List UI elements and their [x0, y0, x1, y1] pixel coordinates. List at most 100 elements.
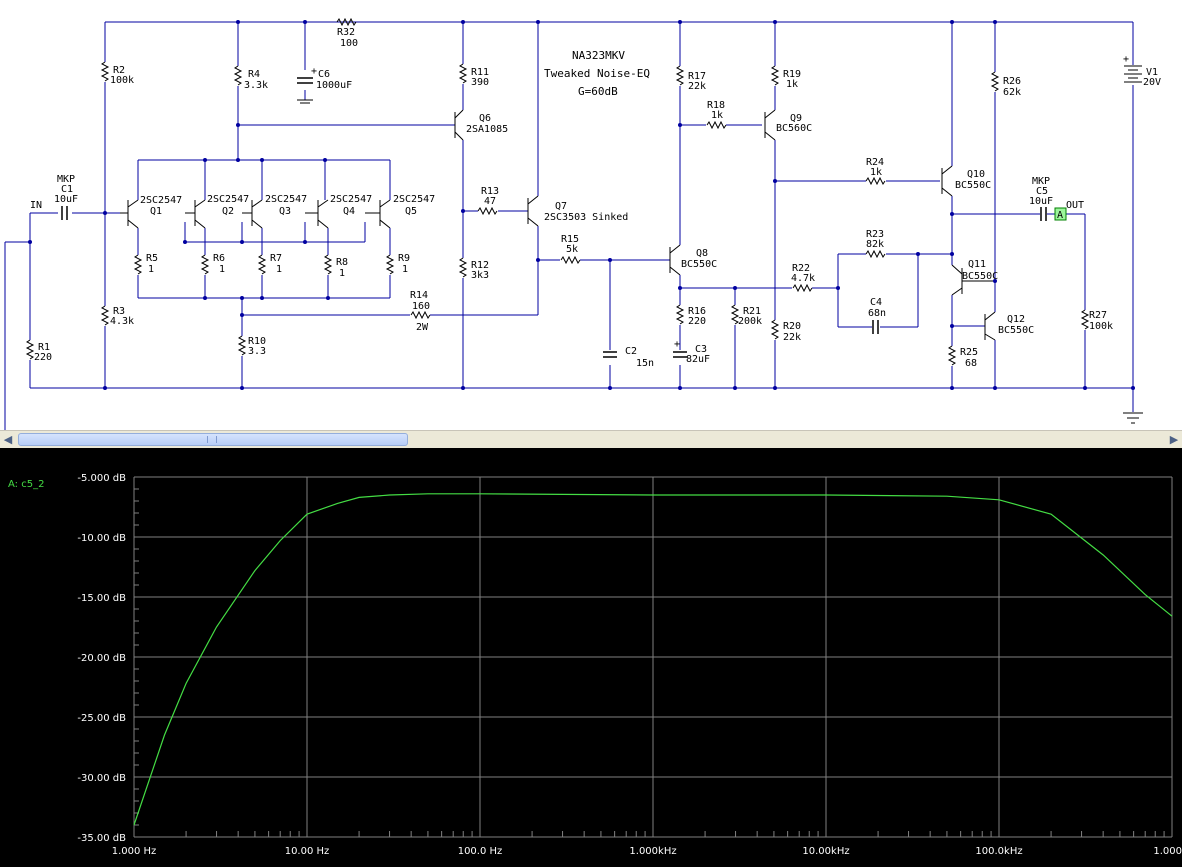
- scrollbar-thumb[interactable]: [18, 433, 408, 446]
- label-q8-name: Q8: [696, 248, 708, 259]
- resistor-r11: [459, 63, 467, 84]
- label-r13-name: R13: [481, 186, 499, 197]
- label-r32-name: R32: [337, 27, 355, 38]
- transistor-q2: [185, 199, 206, 229]
- label-r14-value: 160: [412, 301, 430, 312]
- c3-plus-sign: +: [674, 339, 680, 350]
- label-r16-name: R16: [688, 306, 706, 317]
- label-q8-value: BC550C: [681, 259, 717, 270]
- circuit-subtitle: Tweaked Noise-EQ: [544, 67, 650, 80]
- label-r19-value: 1k: [786, 79, 798, 90]
- label-r6-value: 1: [219, 264, 225, 275]
- label-q5-value: 2SC2547: [393, 194, 435, 205]
- resistor-r27: [1081, 309, 1089, 330]
- y-tick-label: -25.00 dB: [77, 713, 126, 724]
- scrollbar-grip-icon: [207, 436, 217, 443]
- label-q10-name: Q10: [967, 169, 985, 180]
- ac-analysis-graph[interactable]: -5.000 dB -10.00 dB -15.00 dB -20.00 dB -25.…: [0, 448, 1182, 867]
- label-r14-note: 2W: [416, 322, 429, 333]
- label-probe-a: A: [1057, 210, 1063, 221]
- label-r18-value: 1k: [711, 110, 723, 121]
- label-c6-value: 1000uF: [316, 80, 352, 91]
- resistor-r5: [134, 254, 142, 275]
- scroll-left-arrow-icon[interactable]: ◀: [3, 433, 13, 446]
- y-tick-label: -30.00 dB: [77, 773, 126, 784]
- transistor-q9: [764, 109, 776, 141]
- transistor-q8: [669, 244, 681, 276]
- x-tick-label: 100.0 Hz: [458, 846, 503, 857]
- label-c5-value: 10uF: [1029, 196, 1053, 207]
- labels: NA323MKV Tweaked Noise-EQ G=60dB R32 100…: [30, 27, 1161, 369]
- y-tick-label: -15.00 dB: [77, 593, 126, 604]
- graph-grid: [133, 476, 1173, 838]
- label-c4-name: C4: [870, 297, 882, 308]
- probe-marker-a: [1054, 207, 1067, 221]
- x-tick-label: 1.000 Hz: [112, 846, 157, 857]
- label-r9-name: R9: [398, 253, 410, 264]
- resistor-r22: [792, 284, 813, 292]
- y-tick-label: -35.00 dB: [77, 833, 126, 844]
- label-c3-name: C3: [695, 344, 707, 355]
- label-r20-name: R20: [783, 321, 801, 332]
- capacitor-c5: [1040, 207, 1047, 221]
- label-q11-name: Q11: [968, 259, 986, 270]
- x-tick-label: 100.0kHz: [975, 846, 1022, 857]
- resistor-r4: [234, 65, 242, 86]
- trace-line-c5-2: [133, 493, 1173, 826]
- label-q10-value: BC550C: [955, 180, 991, 191]
- label-q2-name: Q2: [222, 206, 234, 217]
- label-r1-name: R1: [38, 342, 50, 353]
- label-r4-value: 3.3k: [244, 80, 268, 91]
- y-tick-label: -10.00 dB: [77, 533, 126, 544]
- label-r20-value: 22k: [783, 332, 801, 343]
- label-r24-value: 1k: [870, 167, 882, 178]
- label-r10-value: 3.3: [248, 346, 266, 357]
- label-r7-name: R7: [270, 253, 282, 264]
- label-q12-value: BC550C: [998, 325, 1034, 336]
- resistor-r6: [201, 254, 209, 275]
- label-r11-value: 390: [471, 77, 489, 88]
- schematic-canvas[interactable]: NA323MKV Tweaked Noise-EQ G=60dB R32 100…: [0, 0, 1182, 430]
- label-r26-value: 62k: [1003, 87, 1021, 98]
- resistor-r15: [560, 256, 581, 264]
- c6-plus-sign: +: [311, 66, 317, 77]
- label-r3-value: 4.3k: [110, 316, 134, 327]
- label-q6-name: Q6: [479, 113, 491, 124]
- label-v1-name: V1: [1146, 67, 1158, 78]
- transistor-q5: [365, 199, 391, 229]
- label-r5-name: R5: [146, 253, 158, 264]
- label-r26-name: R26: [1003, 76, 1021, 87]
- resistor-r23: [865, 250, 886, 258]
- label-c1-type: MKP: [57, 174, 75, 185]
- transistor-q3: [242, 199, 263, 229]
- resistor-r16: [676, 304, 684, 325]
- resistor-r8: [324, 254, 332, 275]
- label-c1-value: 10uF: [54, 194, 78, 205]
- capacitor-c3: [673, 351, 687, 358]
- label-r23-value: 82k: [866, 239, 884, 250]
- label-q11-value: BC550C: [962, 271, 998, 282]
- resistor-r2: [101, 61, 109, 82]
- label-q1-name: Q1: [150, 206, 162, 217]
- x-tick-label: 1.000kHz: [629, 846, 676, 857]
- x-tick-label: 1.000M: [1153, 846, 1182, 857]
- y-tick-label: -20.00 dB: [77, 653, 126, 664]
- label-r2-value: 100k: [110, 75, 134, 86]
- horizontal-scrollbar[interactable]: ◀ ▶: [0, 430, 1182, 448]
- label-r17-name: R17: [688, 71, 706, 82]
- label-r22-name: R22: [792, 263, 810, 274]
- circuit-gain: G=60dB: [578, 85, 618, 98]
- label-c4-value: 68n: [868, 308, 886, 319]
- label-r16-value: 220: [688, 316, 706, 327]
- label-r17-value: 22k: [688, 81, 706, 92]
- label-c2-value: 15n: [636, 358, 654, 369]
- label-r1-value: 220: [34, 352, 52, 363]
- resistor-r13: [477, 207, 498, 215]
- label-q7-value: 2SC3503 Sinked: [544, 212, 628, 223]
- label-q3-value: 2SC2547: [265, 194, 307, 205]
- y-tick-label: -5.000 dB: [77, 473, 126, 484]
- scroll-right-arrow-icon[interactable]: ▶: [1169, 433, 1179, 446]
- label-c5-type: MKP: [1032, 176, 1050, 187]
- label-r13-value: 47: [484, 196, 496, 207]
- components: [26, 18, 1143, 424]
